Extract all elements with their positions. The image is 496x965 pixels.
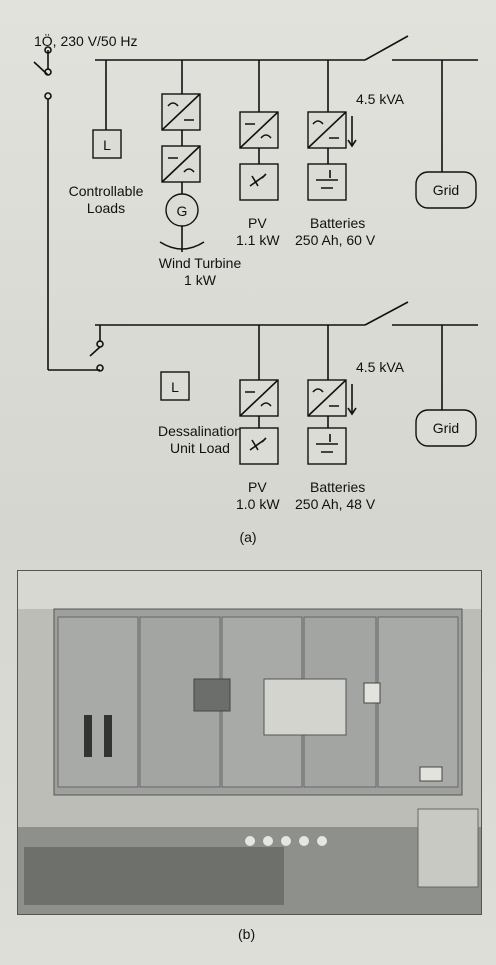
tie-switch — [89, 346, 101, 357]
wind-turbine-rating: 1 kW — [184, 272, 217, 288]
loads-label: Controllable — [69, 183, 144, 199]
desal-load-symbol: L — [171, 379, 179, 395]
load-symbol: L — [103, 137, 111, 153]
batteries-label-upper: Batteries — [310, 215, 365, 231]
installation-photo-drawing — [18, 571, 481, 914]
batteries-label-lower: Batteries — [310, 479, 365, 495]
pv-label-upper: PV — [248, 215, 267, 231]
wind-turbine-blades — [159, 241, 205, 250]
source-terminal — [44, 92, 52, 100]
batteries-spec-lower: 250 Ah, 48 V — [295, 496, 376, 512]
grid-breaker-upper — [364, 35, 409, 61]
desal-label: Dessalination — [158, 423, 242, 439]
caption-b: (b) — [238, 926, 256, 942]
battery-box-upper — [307, 163, 347, 201]
grid-breaker-lower — [364, 301, 409, 326]
wind-turbine-label: Wind Turbine — [159, 255, 242, 271]
tie-terminal — [96, 364, 104, 372]
controllable-load-box — [92, 129, 122, 159]
grid-box-upper — [415, 171, 477, 209]
pv-power-upper: 1.1 kW — [236, 232, 280, 248]
grid-label-lower: Grid — [433, 420, 459, 436]
desalination-load-box — [160, 371, 190, 401]
source-label: 1Ö, 230 V/50 Hz — [34, 32, 138, 49]
grid-label-upper: Grid — [433, 182, 459, 198]
pv-panel-box-lower — [239, 427, 279, 465]
battery-box-lower — [307, 427, 347, 465]
grid-box-lower — [415, 409, 477, 447]
installation-photo — [17, 570, 482, 915]
inverter-rating-lower: 4.5 kVA — [356, 359, 405, 375]
loads-label: Loads — [87, 200, 125, 216]
pv-panel-box-upper — [239, 163, 279, 201]
pv-label-lower: PV — [248, 479, 267, 495]
source-switch — [33, 61, 49, 76]
single-line-diagram: 1Ö, 230 V/50 Hz Grid L Controllable Load… — [33, 32, 478, 545]
batteries-spec-upper: 250 Ah, 60 V — [295, 232, 376, 248]
generator-letter: G — [177, 203, 188, 219]
caption-a: (a) — [239, 529, 256, 545]
desal-label: Unit Load — [170, 440, 230, 456]
pv-power-lower: 1.0 kW — [236, 496, 280, 512]
inverter-rating-upper: 4.5 kVA — [356, 91, 405, 107]
